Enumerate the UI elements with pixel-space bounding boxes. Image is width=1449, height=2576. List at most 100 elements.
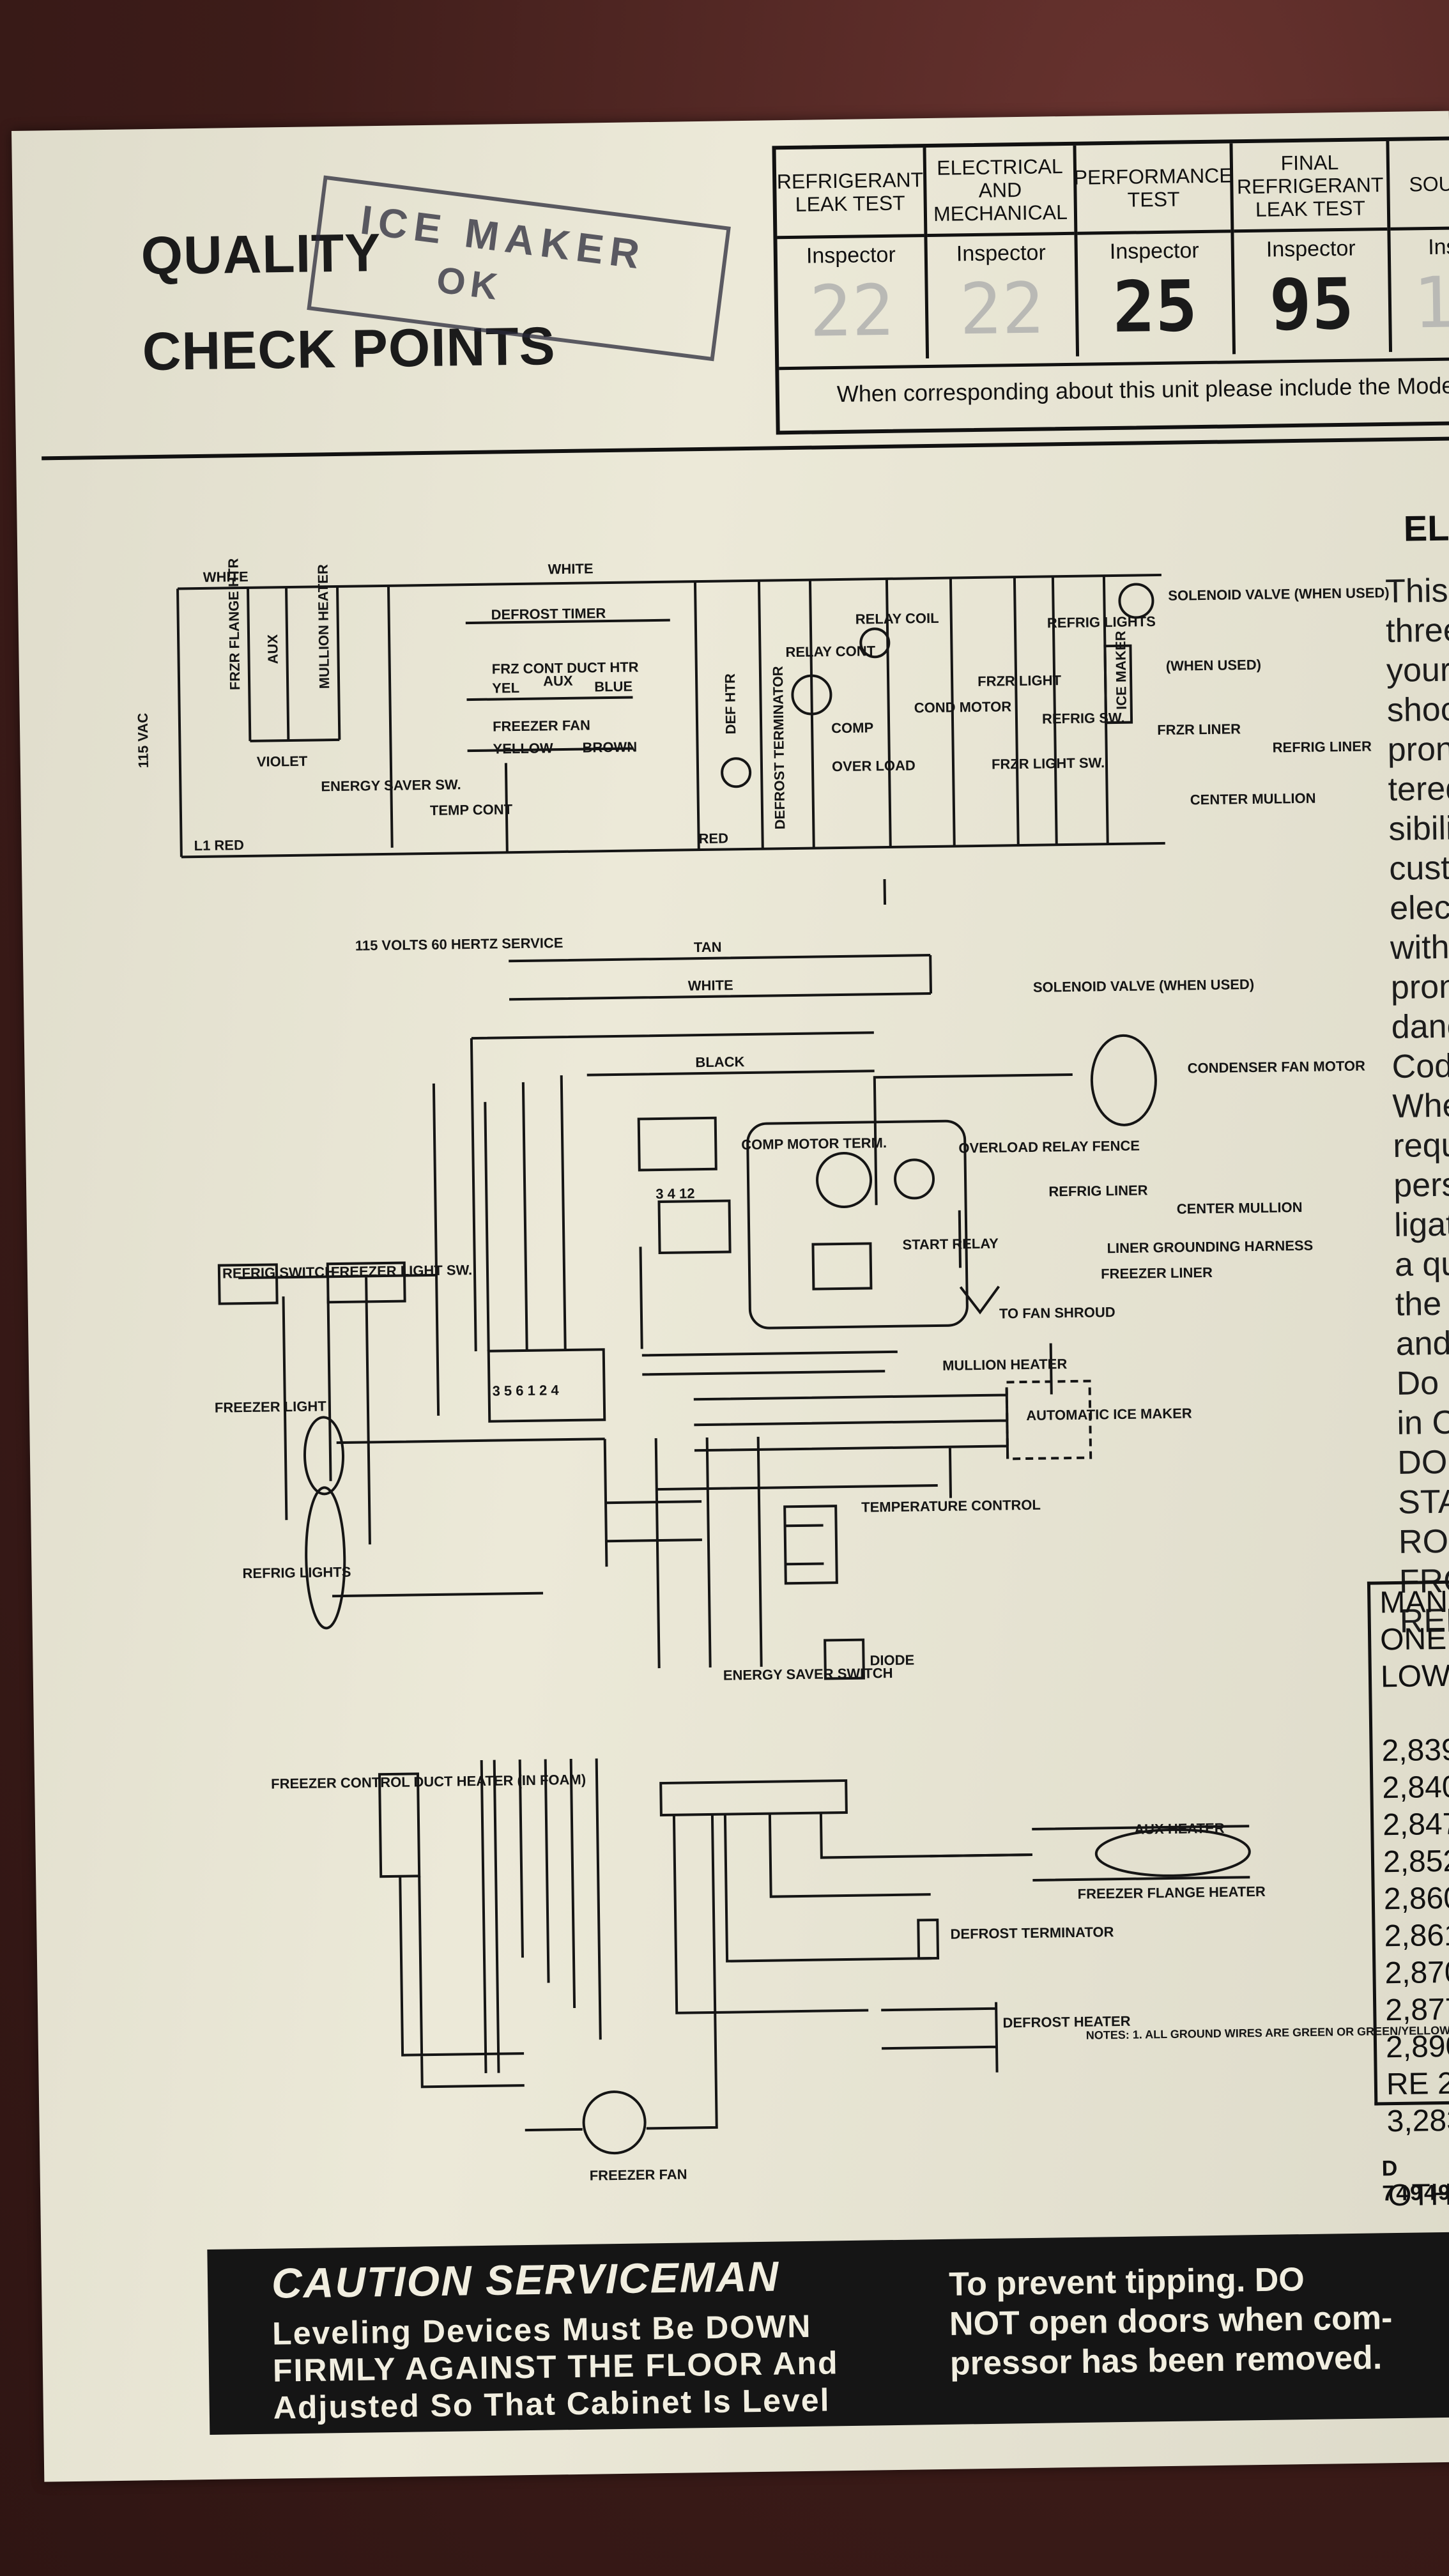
heater-branches — [247, 586, 341, 742]
notice-line: three-p — [1385, 611, 1449, 650]
schematic-label: 115 VAC — [135, 713, 151, 769]
schematic-label: FRZR LINER — [1157, 721, 1241, 738]
caution-right-text: To prevent tipping. DO NOT open doors wh… — [949, 2258, 1449, 2384]
schematic-label: FREEZER CONTROL DUCT HEATER (IN FOAM) — [271, 1772, 586, 1792]
notice-line: shock — [1386, 691, 1449, 730]
schematic-label: VIOLET — [257, 753, 308, 770]
schematic-label: WHITE — [203, 569, 249, 585]
schematic-label: ENERGY SAVER SWITCH — [723, 1665, 893, 1683]
notice-line: ROUND — [1398, 1522, 1449, 1561]
caution-title: CAUTION SERVICEMAN — [271, 2252, 780, 2307]
patent-line — [1372, 1694, 1449, 1733]
notice-line: the ad — [1395, 1285, 1449, 1323]
schematic-label: FRZR FLANGE HTR — [225, 558, 243, 690]
notice-line: with a — [1390, 928, 1449, 967]
notice-line: a qual — [1394, 1245, 1449, 1284]
aux-heater-wires — [930, 1825, 1250, 1882]
refrig-light-bulb — [305, 1486, 346, 1630]
patent-line: 2,861, — [1384, 1918, 1449, 1954]
patent-line: 2,839, — [1381, 1733, 1449, 1768]
notice-line: and pa — [1395, 1324, 1449, 1363]
lights-wires — [332, 1438, 702, 1598]
schematic-label: START RELAY — [902, 1236, 999, 1253]
l1-line — [181, 841, 1165, 859]
bottom-terminal-block — [659, 1779, 848, 1817]
overload-relay — [894, 1158, 935, 1200]
schematic-label: CONDENSER FAN MOTOR — [1187, 1058, 1365, 1077]
caution-line: NOT open doors when com- — [949, 2299, 1393, 2343]
ice-maker-dashed — [1005, 1379, 1092, 1460]
patent-line: RE 24, — [1386, 2066, 1449, 2102]
notice-line: Code. — [1392, 1047, 1449, 1085]
left-bus — [176, 588, 183, 857]
patent-line: 2,877, — [1384, 1992, 1449, 2028]
schematic-label: 115 VOLTS 60 HERTZ SERVICE — [355, 935, 564, 954]
schematic-label: REFRIG LINER — [1048, 1182, 1148, 1199]
supply-wires — [471, 954, 931, 1077]
schematic-label: BLUE — [594, 678, 632, 695]
schematic-label: OVERLOAD RELAY FENCE — [958, 1137, 1140, 1156]
timer-circuit — [387, 585, 670, 853]
schematic-label: (WHEN USED) — [1166, 657, 1261, 674]
freezer-fan-symbol — [582, 2090, 647, 2155]
schematic-label: FRZR LIGHT SW. — [992, 755, 1105, 772]
schematic-label: TEMPERATURE CONTROL — [861, 1497, 1041, 1515]
terminator-symbol — [721, 757, 752, 788]
schematic-label: DEFROST TERMINATOR — [770, 666, 788, 829]
schematic-label: COND MOTOR — [914, 698, 1012, 716]
fan-wires — [525, 1814, 718, 2132]
notice-line: person — [1393, 1165, 1449, 1204]
schematic-label: MULLION HEATER — [315, 564, 333, 689]
schematic-label: CENTER MULLION — [1177, 1199, 1303, 1217]
harness-wires — [432, 1038, 643, 1416]
schematic-label: ICE MAKER — [1112, 631, 1130, 710]
schematic-label: BROWN — [582, 739, 637, 755]
schematic-label: MULLION HEATER — [942, 1356, 1068, 1374]
patent-line: ONE C — [1379, 1621, 1449, 1657]
freezer-light-sw-box — [326, 1261, 406, 1304]
mullion-wires — [641, 1350, 938, 1491]
schematic-label: DEF HTR — [722, 673, 739, 735]
schematic-label: COMP — [831, 719, 873, 736]
schematic-label: CENTER MULLION — [1190, 790, 1316, 808]
defrost-heater-wires — [881, 2002, 999, 2073]
caution-line: To prevent tipping. DO — [948, 2261, 1305, 2303]
schematic-label: 3 4 12 — [656, 1185, 695, 1202]
notice-line: Where — [1392, 1086, 1449, 1125]
condenser-wires — [873, 955, 1073, 1268]
condenser-fan-motor — [1090, 1034, 1157, 1126]
schematic-label: AUX — [264, 634, 281, 664]
relay-coil-symbol — [859, 627, 891, 659]
defrost-timer-box — [637, 1116, 717, 1172]
schematic-label: L1 RED — [194, 837, 244, 854]
schematic-label: COMP MOTOR TERM. — [741, 1135, 887, 1153]
schematic-label: RED — [698, 830, 728, 847]
notice-line: Do not — [1396, 1364, 1449, 1402]
schematic-label: FRZ CONT DUCT HTR — [492, 659, 639, 677]
notice-line: in Cana — [1397, 1403, 1449, 1442]
notice-line: your — [1386, 651, 1449, 690]
notice-line: prong — [1390, 968, 1449, 1006]
aux-heater-coil — [1094, 1828, 1251, 1877]
notice-line: tered, — [1388, 770, 1449, 809]
ice-maker-box — [1103, 644, 1133, 724]
freezer-harness — [480, 1758, 602, 2073]
main-connector — [487, 1348, 606, 1423]
section-heading: ELE — [1403, 507, 1449, 549]
schematic-label: TEMP CONT — [430, 801, 513, 818]
notice-line: prong — [1387, 730, 1449, 769]
timer-terminal-block — [657, 1199, 732, 1255]
schematic-label: YELLOW — [493, 740, 553, 756]
notice-line: requir — [1392, 1126, 1449, 1165]
wiring-schematic: WHITE WHITE 115 VAC FRZR FLANGE HTR AUX … — [135, 558, 1449, 2183]
notice-line: custom — [1388, 848, 1449, 888]
notice-line: electric — [1389, 888, 1449, 927]
schematic-label: WHITE — [548, 560, 593, 577]
schematic-label: RELAY COIL — [855, 610, 939, 627]
lights-branch — [949, 576, 1109, 847]
schematic-label: DEFROST TERMINATOR — [950, 1924, 1114, 1942]
schematic-label: SOLENOID VALVE (WHEN USED) — [1033, 976, 1255, 995]
switch-wires — [238, 1273, 437, 1545]
schematic-label: AUX HEATER — [1134, 1820, 1225, 1837]
